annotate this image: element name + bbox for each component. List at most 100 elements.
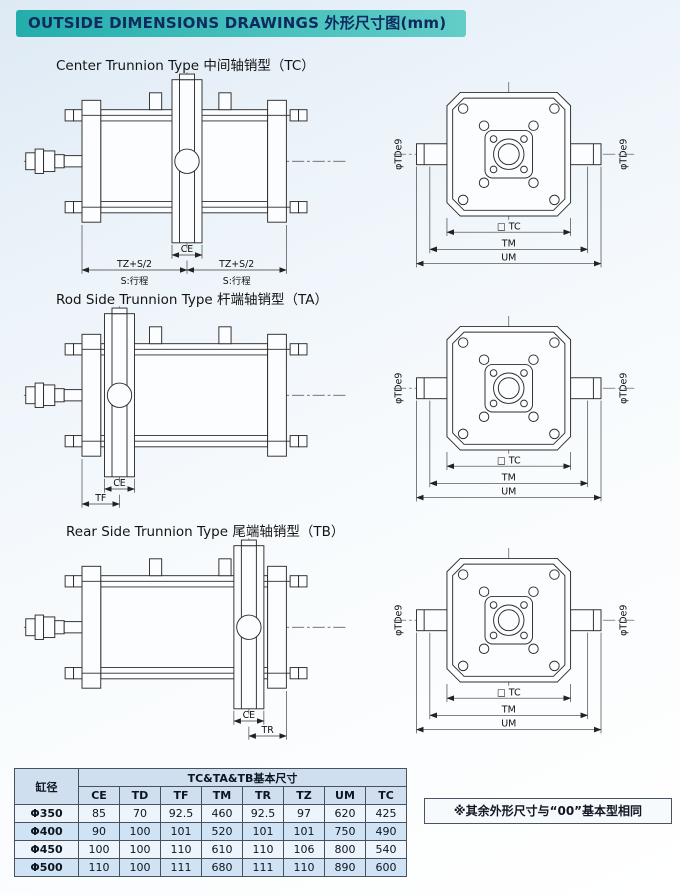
trunnion-mount <box>171 72 203 249</box>
dimensions-table: 缸径 TC&TA&TB基本尺寸 CE TD TF TM TR TZ UM TC … <box>14 768 407 877</box>
dimension-tm: TM <box>429 166 589 254</box>
dimension-ce: CE <box>233 710 265 725</box>
cell: 890 <box>324 858 366 877</box>
bore-label: Φ350 <box>14 804 79 823</box>
tie-rod-bolts <box>457 103 560 206</box>
label-tz-right: TZ+S/2 <box>218 259 254 270</box>
ta-side-view-drawing: CE TF <box>23 306 349 508</box>
label-um: UM <box>501 487 516 498</box>
label-tr: TR <box>261 725 275 736</box>
col-header-tm: TM <box>201 786 243 805</box>
cell: 800 <box>324 840 366 859</box>
trunnion-mount <box>233 538 265 715</box>
dimension-tr: TR <box>248 691 287 740</box>
remark-note: ※其余外形尺寸与“00”基本型相同 <box>424 798 672 824</box>
cell: 610 <box>201 840 243 859</box>
tc-end-view-drawing: φTDe9 φTDe9 □ TC TM UM <box>393 81 635 268</box>
cell: 520 <box>201 822 243 841</box>
dimension-tc-square: □ TC <box>446 451 572 471</box>
cell: 110 <box>160 840 202 859</box>
trunnion-mount <box>104 306 135 483</box>
cell: 85 <box>78 804 120 823</box>
cell: 460 <box>201 804 243 823</box>
dimension-tf: TF <box>81 459 120 508</box>
pin-diameter-labels: φTDe9 φTDe9 <box>393 139 629 170</box>
label-pin-diameter-right: φTDe9 <box>619 139 630 170</box>
cell: 101 <box>283 822 325 841</box>
tc-side-view-drawing: CE TZ+S/2 TZ+S/2 S:行程 S:行程 <box>23 72 349 287</box>
cell: 600 <box>365 858 407 877</box>
cell: 100 <box>119 822 161 841</box>
cell: 425 <box>365 804 407 823</box>
label-tf: TF <box>94 493 106 504</box>
col-header-tr: TR <box>242 786 284 805</box>
port-rear <box>218 326 232 345</box>
dimension-ce: CE <box>171 244 203 259</box>
col-header-tc: TC <box>365 786 407 805</box>
cell: 92.5 <box>160 804 202 823</box>
cell: 110 <box>283 858 325 877</box>
port-front <box>149 326 163 345</box>
trunnion-pins <box>416 143 602 166</box>
bore-label: Φ400 <box>14 822 79 841</box>
page-title-banner: OUTSIDE DIMENSIONS DRAWINGS 外形尺寸图(mm) <box>16 10 466 37</box>
port-front <box>149 92 163 111</box>
label-pin-diameter-left: φTDe9 <box>393 139 404 170</box>
trunnion-pin-hole <box>174 148 200 174</box>
label-pin-diameter-right: φTDe9 <box>619 605 630 636</box>
trunnion-pins <box>416 609 602 632</box>
table-header-row-columns: CE TD TF TM TR TZ UM TC <box>15 786 407 805</box>
tie-rod-bolts <box>457 337 560 440</box>
cell: 540 <box>365 840 407 859</box>
rod-end-fittings <box>25 382 83 408</box>
label-tc-square: □ TC <box>497 221 521 232</box>
label-ce: CE <box>181 244 194 255</box>
table-row: Φ400 90 100 101 520 101 101 750 490 <box>14 822 407 841</box>
port-front <box>149 558 163 577</box>
label-tm: TM <box>501 472 516 483</box>
cell: 100 <box>78 840 120 859</box>
col-header-tf: TF <box>160 786 202 805</box>
front-cap <box>81 565 102 689</box>
ta-end-view-drawing: φTDe9 φTDe9 □ TC TM UM <box>393 315 635 502</box>
rod-flange <box>484 363 534 413</box>
cylinder-body <box>65 558 307 689</box>
section-title-tc: Center Trunnion Type 中间轴销型（TC） <box>56 58 315 74</box>
table-row: Φ350 85 70 92.5 460 92.5 97 620 425 <box>14 804 407 823</box>
label-pin-diameter-left: φTDe9 <box>393 605 404 636</box>
tie-rod-bolts <box>457 569 560 672</box>
label-ce: CE <box>243 710 256 721</box>
label-tm: TM <box>501 238 516 249</box>
table-corner-header: 缸径 <box>14 768 79 805</box>
table-row: Φ450 100 100 110 610 110 106 800 540 <box>14 840 407 859</box>
dimension-tc-square: □ TC <box>446 683 572 703</box>
label-tm: TM <box>501 704 516 715</box>
table-group-header: TC&TA&TB基本尺寸 <box>78 768 407 787</box>
dimension-um: UM <box>416 400 602 502</box>
cell: 70 <box>119 804 161 823</box>
cell: 100 <box>119 858 161 877</box>
tb-end-view-drawing: φTDe9 φTDe9 □ TC TM UM <box>393 547 635 734</box>
table-header-row-group: 缸径 TC&TA&TB基本尺寸 <box>14 768 407 805</box>
dimension-ce: CE <box>104 478 135 493</box>
cell: 111 <box>160 858 202 877</box>
label-um: UM <box>501 253 516 264</box>
label-pin-diameter-left: φTDe9 <box>393 373 404 404</box>
dimension-tm: TM <box>429 632 589 720</box>
dimension-tm: TM <box>429 400 589 488</box>
dimension-um: UM <box>416 632 602 734</box>
rear-cap <box>267 99 287 223</box>
rod-flange <box>484 129 534 179</box>
cell: 490 <box>365 822 407 841</box>
cell: 110 <box>242 840 284 859</box>
table-row: Φ500 110 100 111 680 111 110 890 600 <box>14 858 407 877</box>
label-stroke-left: S:行程 <box>121 275 149 287</box>
cell: 110 <box>78 858 120 877</box>
trunnion-pin-hole <box>106 382 133 408</box>
tb-side-view-drawing: CE TR <box>23 538 349 740</box>
cell: 750 <box>324 822 366 841</box>
cell: 111 <box>242 858 284 877</box>
rear-cap <box>267 565 287 689</box>
pin-diameter-labels: φTDe9 φTDe9 <box>393 605 629 636</box>
